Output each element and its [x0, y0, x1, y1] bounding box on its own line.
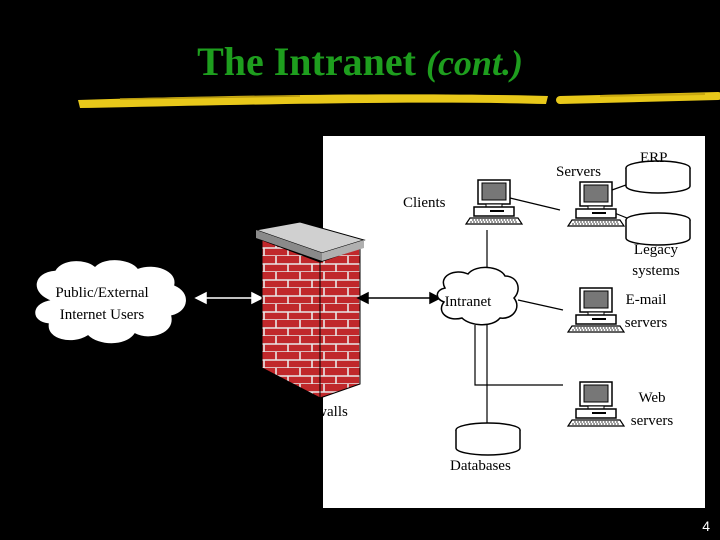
databases-label: Databases	[450, 458, 511, 474]
intranet-label: Intranet	[445, 294, 492, 310]
servers-label: Servers	[556, 164, 601, 180]
intranet-cloud: Intranet	[436, 266, 519, 326]
web-label-2: servers	[631, 413, 674, 429]
email-label-2: servers	[625, 315, 668, 331]
arrow-internet-firewall	[194, 291, 264, 305]
databases-icon	[455, 422, 521, 456]
firewall-wall	[254, 221, 366, 399]
public-users-label-2: Internet Users	[60, 307, 145, 323]
arrow-firewall-intranet	[356, 291, 442, 305]
title-underline	[78, 92, 720, 108]
erp-label: ERP	[640, 150, 668, 166]
public-users-label-1: Public/External	[55, 285, 148, 301]
legacy-database-icon	[625, 212, 691, 246]
firewalls-label: Firewalls	[292, 404, 348, 420]
public-users-cloud: Public/External Internet Users	[33, 258, 188, 345]
email-label-1: E-mail	[626, 292, 667, 308]
slide-title: The Intranet (cont.)	[0, 38, 720, 85]
web-label-1: Web	[638, 390, 665, 406]
title-cont: (cont.)	[425, 43, 523, 83]
legacy-label-1: Legacy	[634, 242, 679, 258]
title-main: The Intranet	[197, 39, 416, 84]
slide-number: 4	[702, 518, 710, 534]
clients-label: Clients	[403, 195, 446, 211]
legacy-label-2: systems	[632, 263, 680, 279]
